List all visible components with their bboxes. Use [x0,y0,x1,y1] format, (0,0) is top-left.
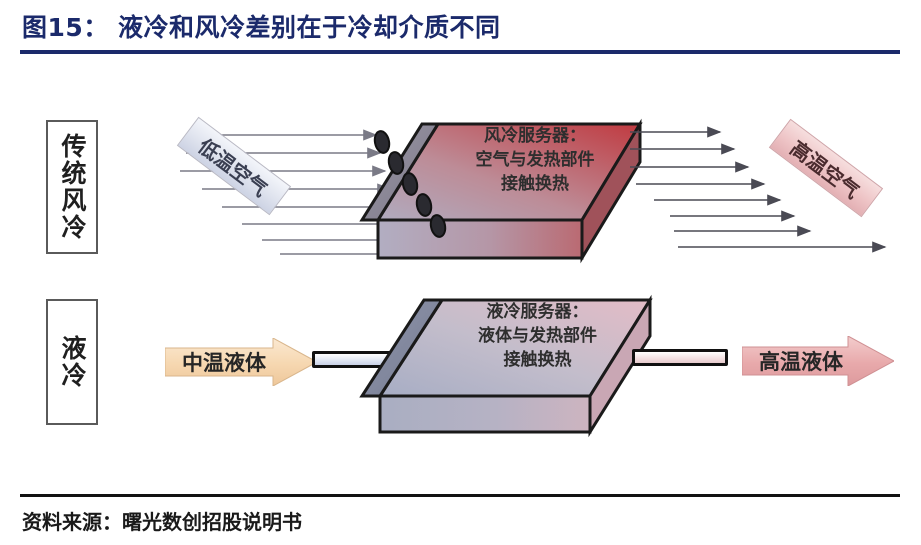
page-title: 图15： 液冷和风冷差别在于冷却介质不同 [22,13,501,42]
row-label-air-cooling-text: 传统风冷 [58,133,87,241]
row-label-liquid-cooling-text: 液冷 [58,335,87,389]
liquid-cooled-server-block [359,294,653,438]
hot-liquid-arrow: 高温液体 [742,336,894,386]
outlet-pipe [632,349,728,366]
title-divider [20,50,900,54]
hot-liquid-arrow-text: 高温液体 [759,350,843,374]
footer-divider [20,494,900,497]
source-note: 资料来源：曙光数创招股说明书 [22,510,302,534]
mid-temp-liquid-arrow-text: 中温液体 [182,351,266,375]
mid-temp-liquid-arrow: 中温液体 [165,338,317,386]
row-label-liquid-cooling: 液冷 [46,299,98,425]
hot-liquid-arrow-shape [742,336,894,386]
cold-air-banner-text: 低温空气 [193,133,273,201]
mid-temp-liquid-arrow-shape [165,338,317,386]
cold-air-banner: 低温空气 [176,116,292,216]
row-label-air-cooling: 传统风冷 [46,120,98,254]
hot-air-banner: 高温空气 [768,118,884,218]
hot-air-banner-text: 高温空气 [785,135,865,203]
air-cooled-server-block [359,118,643,264]
